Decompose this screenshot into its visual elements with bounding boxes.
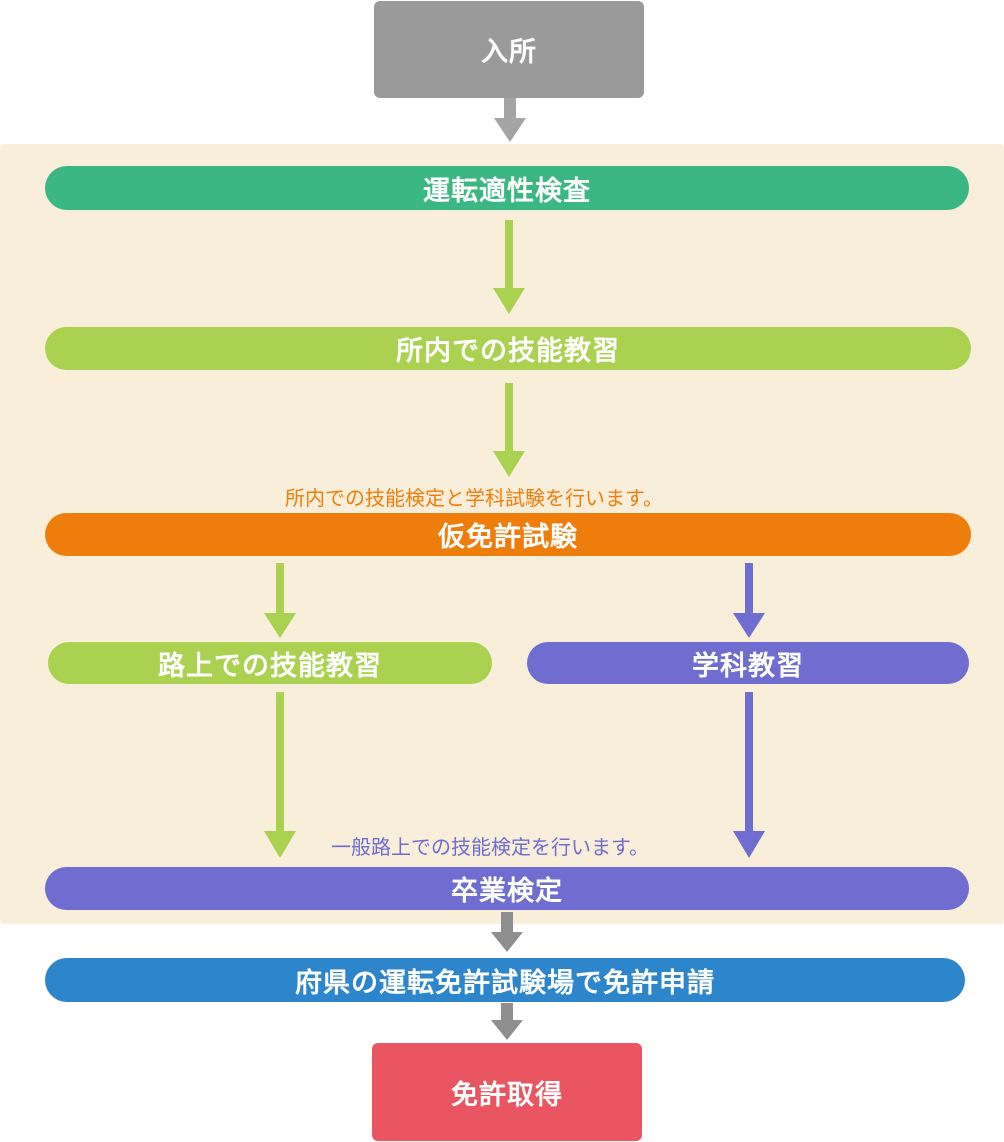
- aptitude-test-label: 運転適性検査: [423, 175, 591, 207]
- arrow-application-to-acquired: [491, 1003, 523, 1040]
- enrollment-label: 入所: [481, 37, 537, 68]
- classroom-training-step: 学科教習: [527, 642, 969, 684]
- license-acquired-box: 免許取得: [372, 1043, 642, 1141]
- arrow-provisional-to-road-training: [264, 563, 296, 638]
- classroom-training-label: 学科教習: [692, 650, 804, 682]
- road-training-step: 路上での技能教習: [48, 642, 492, 684]
- provisional-exam-label: 仮免許試験: [438, 522, 578, 553]
- license-acquired-label: 免許取得: [451, 1079, 563, 1111]
- onsite-note: 所内での技能検定と学科試験を行います。: [285, 486, 663, 510]
- arrow-classroom-to-graduation: [733, 692, 765, 858]
- graduation-exam-label: 卒業検定: [451, 876, 563, 907]
- enrollment-box: 入所: [374, 1, 644, 98]
- license-application-step: 府県の運転免許試験場で免許申請: [45, 958, 965, 1002]
- onsite-training-label: 所内での技能教習: [396, 336, 620, 367]
- arrow-enrollment-to-aptitude: [494, 98, 526, 142]
- provisional-exam-step: 仮免許試験: [45, 513, 971, 556]
- road-training-label: 路上での技能教習: [158, 650, 382, 682]
- arrow-onsite-to-provisional: [493, 383, 525, 477]
- arrow-graduation-to-application: [491, 912, 523, 952]
- onsite-training-step: 所内での技能教習: [45, 327, 971, 370]
- arrow-road-training-to-graduation: [264, 692, 296, 858]
- arrow-aptitude-to-onsite: [493, 220, 525, 314]
- road-note: 一般路上での技能検定を行います。: [331, 835, 649, 859]
- arrow-provisional-to-classroom: [733, 563, 765, 638]
- graduation-exam-step: 卒業検定: [45, 867, 969, 910]
- license-application-label: 府県の運転免許試験場で免許申請: [295, 967, 715, 999]
- aptitude-test-step: 運転適性検査: [45, 166, 969, 210]
